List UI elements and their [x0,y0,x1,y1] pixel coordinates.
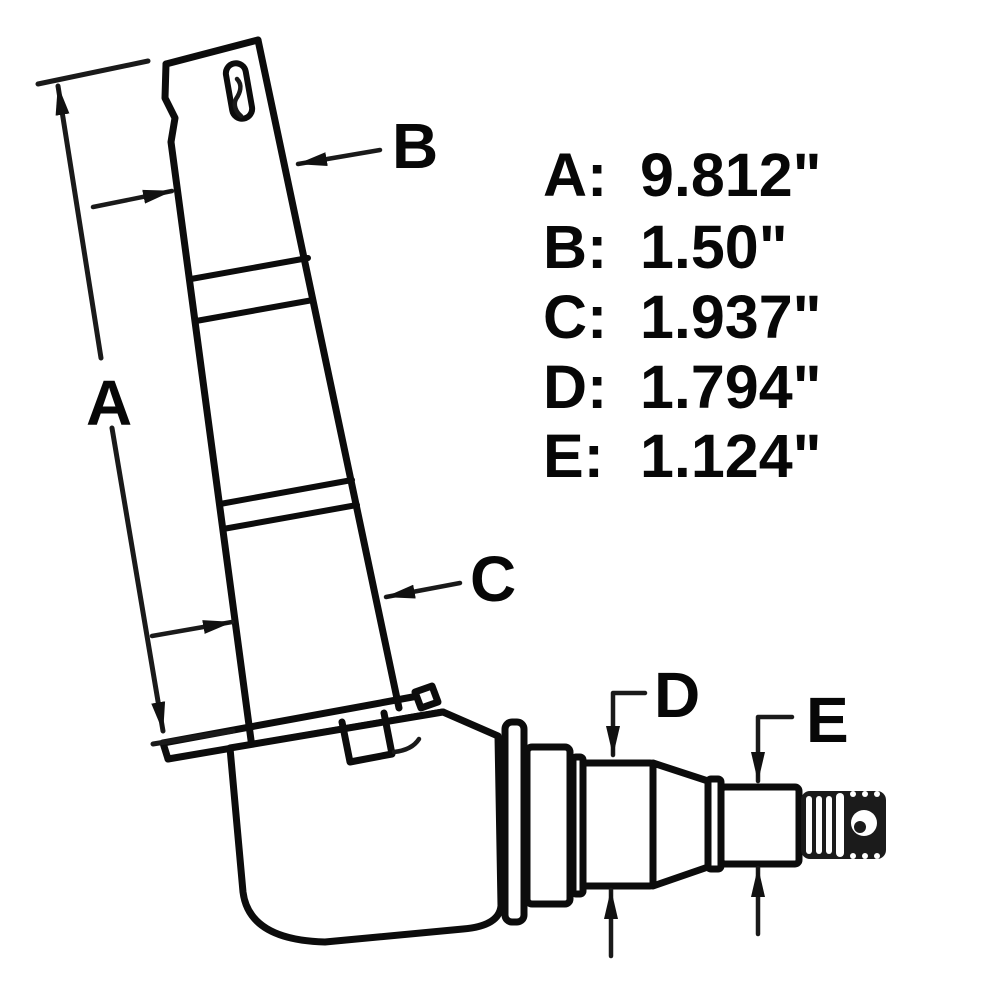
legend-row-b-label: B: [543,213,607,281]
dim-a-leader-lower [149,619,235,639]
thread-groove-1 [806,796,812,854]
callout-d-label: D [654,659,700,731]
dim-a-bottom-extension-tick [150,728,236,747]
dimension-legend: A: 9.812" B: 1.50" C: 1.937" D: 1.794" E… [543,141,822,490]
dim-a-line-lower [109,425,166,734]
axle-taper-cone [649,759,712,890]
callout-c-arrow [383,580,463,600]
shaft-keyway-slot [222,60,256,122]
keyway-slot-squiggle [232,76,244,119]
legend-row-e-value: 1.124" [640,422,822,490]
dim-a-top-extension-tick [35,58,151,87]
callout-a-label: A [86,367,132,439]
axle-journal-e [717,783,803,868]
flange-right-end-cap [411,682,442,712]
axle-journal-d [579,759,657,890]
spindle-body [226,708,505,946]
body-top-tab [338,709,396,766]
thread-crest-bottom-3 [874,853,880,859]
shaft-band-2-upper-line [217,477,355,507]
flange-left-end [159,739,172,763]
shaft-band-1-lower-line [193,297,316,324]
shaft-top-edge [162,36,262,68]
legend-row-b-value: 1.50" [640,213,788,281]
thread-crest-top-3 [874,791,880,797]
thread-crest-top-1 [850,791,856,797]
thread-groove-2 [816,796,822,854]
legend-row-a-label: A: [543,141,607,209]
shaft-left-edge [161,60,257,759]
thread-crest-top-2 [862,791,868,797]
axle-step-ring [501,718,528,926]
dim-a-leader-upper [90,188,175,210]
callout-b-arrow [295,147,383,167]
body-top-tab-curve [391,736,422,755]
thread-crest-bottom-2 [862,853,868,859]
legend-row-c-value: 1.937" [640,283,822,351]
legend-row-a-value: 9.812" [640,141,822,209]
shaft-band-1-upper-line [188,255,311,282]
thread-crest-bottom-1 [850,853,856,859]
axle-journal-large [523,743,574,908]
legend-row-e-label: E: [543,422,604,490]
shaft-band-2-lower-line [220,502,360,532]
thread-groove-4 [836,793,844,857]
thread-groove-3 [826,796,832,854]
legend-row-d-label: D: [543,353,607,421]
callout-d-leader [606,690,648,758]
callout-b-label: B [392,110,438,182]
legend-row-c-label: C: [543,283,607,351]
cotter-pin-hole-center [854,821,866,833]
legend-row-d-value: 1.794" [640,353,822,421]
dim-a-line-upper [55,83,104,361]
shaft-right-edge [254,36,403,712]
callout-e-label: E [806,684,849,756]
callout-c-label: C [470,543,516,615]
callout-e-leader [751,714,795,784]
